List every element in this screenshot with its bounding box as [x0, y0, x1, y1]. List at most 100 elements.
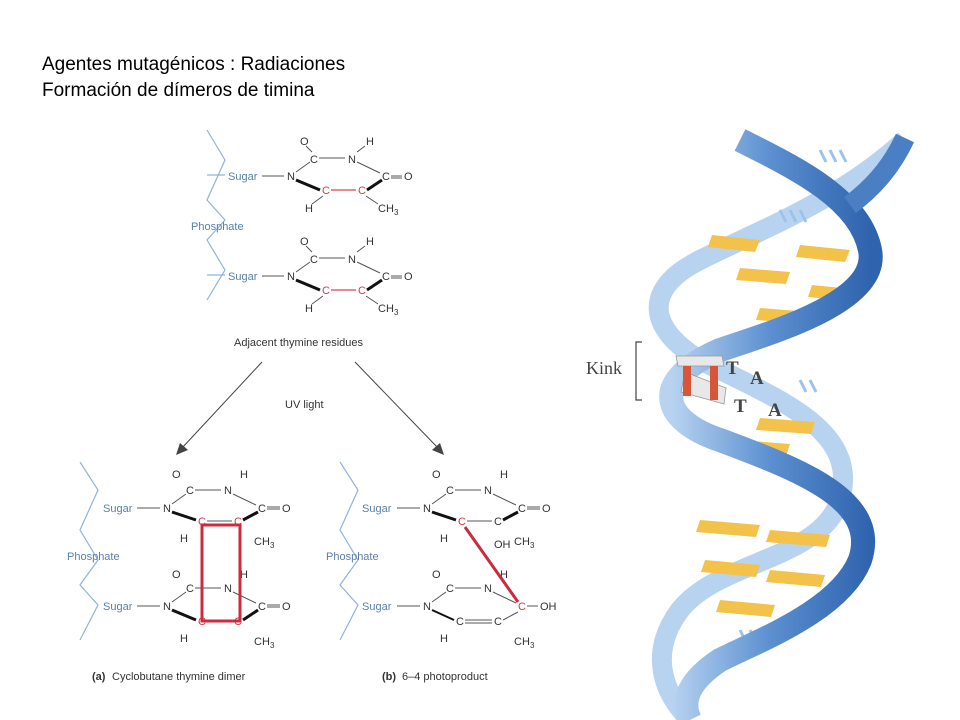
- sugar-label-b-1: Sugar: [362, 503, 392, 515]
- adjacent-thymines: Sugar Phosphate Sugar N C O N H C O C C …: [191, 129, 413, 349]
- kink-label: Kink: [586, 358, 622, 378]
- atom-c: C: [382, 171, 390, 183]
- cyclobutane-dimer: Sugar Phosphate Sugar N C O N H C O C C …: [67, 461, 291, 683]
- atom-c: C: [310, 254, 318, 266]
- atom-ch3-sub: 3: [394, 308, 399, 317]
- atom-ch3-sub: 3: [530, 641, 535, 650]
- atom-c: C: [518, 503, 526, 515]
- atom-o: O: [542, 503, 551, 515]
- atom-o: O: [300, 236, 309, 248]
- atom-n: N: [287, 271, 295, 283]
- sugar-label-top-2: Sugar: [228, 271, 258, 283]
- atom-h: H: [500, 569, 508, 581]
- atom-n: N: [163, 503, 171, 515]
- atom-c: C: [494, 516, 502, 528]
- atom-n: N: [348, 154, 356, 166]
- atom-c-red: C: [358, 185, 366, 197]
- atom-o: O: [282, 503, 291, 515]
- atom-h: H: [180, 633, 188, 645]
- atom-ch3: CH: [514, 636, 530, 648]
- photoproduct-bond: [463, 526, 520, 603]
- uv-arrows: UV light: [176, 361, 444, 455]
- atom-c: C: [258, 601, 266, 613]
- base-t-upper: T: [726, 358, 739, 379]
- cyclobutane-ring: [200, 523, 242, 623]
- atom-n: N: [348, 254, 356, 266]
- atom-c-red: C: [518, 601, 526, 613]
- uv-light-label: UV light: [285, 399, 324, 411]
- phosphate-label-b: Phosphate: [326, 551, 379, 563]
- phosphate-label-top: Phosphate: [191, 221, 244, 233]
- atom-ch3-sub: 3: [394, 208, 399, 217]
- thymine-ring-top: N C O N H C O C C H CH 3: [287, 136, 413, 217]
- atom-n: N: [484, 583, 492, 595]
- atom-c-red: C: [458, 516, 466, 528]
- atom-c: C: [310, 154, 318, 166]
- atom-o: O: [404, 171, 413, 183]
- caption-a-prefix: (a): [92, 671, 106, 683]
- atom-c-red: C: [198, 516, 206, 528]
- atom-c: C: [382, 271, 390, 283]
- atom-n: N: [224, 583, 232, 595]
- atom-h: H: [305, 303, 313, 315]
- atom-ch3: CH: [514, 536, 530, 548]
- atom-n: N: [423, 601, 431, 613]
- atom-o: O: [432, 569, 441, 581]
- arrow-right-head: [432, 443, 444, 455]
- atom-n: N: [163, 601, 171, 613]
- atom-o: O: [404, 271, 413, 283]
- atom-o: O: [300, 136, 309, 148]
- atom-ch3-sub: 3: [270, 641, 275, 650]
- thymine-dimer-kink: [675, 355, 727, 405]
- caption-b-prefix: (b): [382, 671, 396, 683]
- atom-h: H: [366, 236, 374, 248]
- caption-b: 6–4 photoproduct: [402, 671, 488, 683]
- atom-oh: OH: [494, 539, 511, 551]
- sugar-label-top-1: Sugar: [228, 171, 258, 183]
- atom-h: H: [240, 469, 248, 481]
- atom-ch3-sub: 3: [270, 541, 275, 550]
- atom-n: N: [224, 485, 232, 497]
- atom-o: O: [432, 469, 441, 481]
- thymine-ring-bottom: N C O N H C O C C H CH 3: [287, 236, 413, 317]
- atom-n: N: [287, 171, 295, 183]
- atom-c: C: [258, 503, 266, 515]
- backbone-strand-front: [659, 129, 883, 720]
- atom-c-red: C: [322, 285, 330, 297]
- title-line-1: Agentes mutagénicos : Radiaciones: [42, 54, 346, 75]
- atom-h: H: [440, 633, 448, 645]
- base-a-lower: A: [768, 400, 782, 421]
- atom-oh: OH: [540, 601, 557, 613]
- title-line-2: Formación de dímeros de timina: [42, 80, 315, 101]
- dimer-bond-left: [683, 366, 691, 396]
- base-a-upper: A: [750, 368, 764, 389]
- atom-c: C: [446, 485, 454, 497]
- dna-helix: T A T A Kink: [586, 129, 915, 720]
- sugar-label-a-1: Sugar: [103, 503, 133, 515]
- atom-c: C: [186, 583, 194, 595]
- atom-h: H: [240, 569, 248, 581]
- atom-c: C: [446, 583, 454, 595]
- phosphate-label-a: Phosphate: [67, 551, 120, 563]
- atom-c: C: [494, 616, 502, 628]
- atom-ch3: CH: [378, 303, 394, 315]
- atom-h: H: [180, 533, 188, 545]
- kink-bracket: [635, 341, 642, 401]
- atom-o: O: [172, 569, 181, 581]
- base-t-lower: T: [734, 396, 747, 417]
- dimer-bond-right: [710, 366, 718, 400]
- title-block: Agentes mutagénicos : Radiaciones Formac…: [42, 52, 345, 104]
- atom-n: N: [423, 503, 431, 515]
- atom-c-red: C: [358, 285, 366, 297]
- adjacent-caption: Adjacent thymine residues: [234, 337, 364, 349]
- atom-ch3-sub: 3: [530, 541, 535, 550]
- atom-ch3: CH: [254, 536, 270, 548]
- atom-h: H: [500, 469, 508, 481]
- atom-ch3: CH: [378, 203, 394, 215]
- atom-c: C: [456, 616, 464, 628]
- atom-h: H: [305, 203, 313, 215]
- atom-c-red: C: [322, 185, 330, 197]
- sugar-label-b-2: Sugar: [362, 601, 392, 613]
- atom-c: C: [186, 485, 194, 497]
